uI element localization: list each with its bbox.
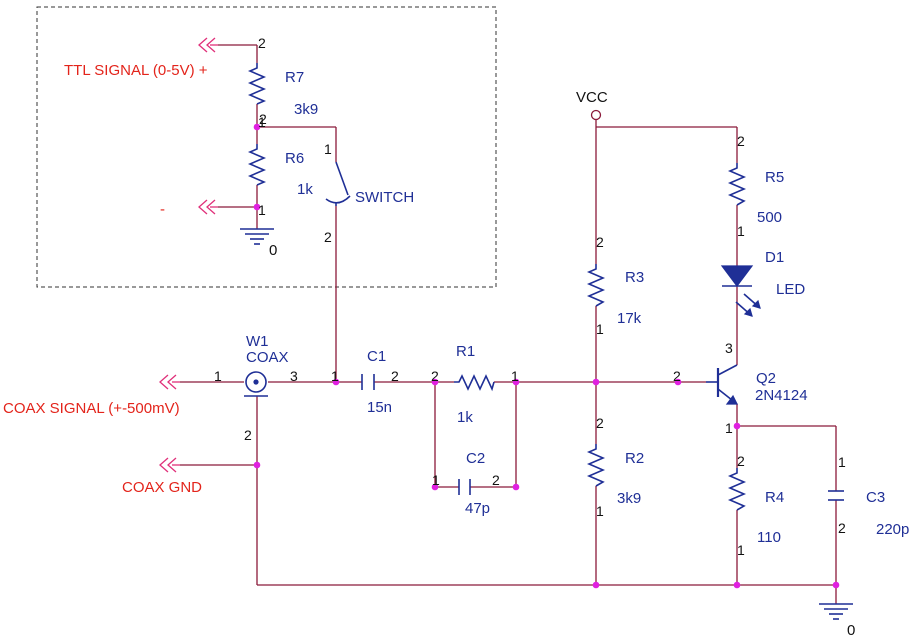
- w1-ref: W1: [246, 333, 269, 350]
- r2-ref: R2: [625, 450, 644, 467]
- c2-pin-1: 1: [432, 472, 440, 488]
- c1-pin-2: 2: [391, 368, 399, 384]
- c1-capacitor: [361, 374, 375, 390]
- r7-value: 3k9: [294, 101, 318, 118]
- c3-pin-2: 2: [838, 520, 846, 536]
- r1-pin-1: 1: [511, 368, 519, 384]
- coax-gnd-label: COAX GND: [122, 479, 202, 496]
- minus-signal-connector: [198, 199, 218, 215]
- c3-value: 220p: [876, 521, 909, 538]
- q2-pin-1: 1: [725, 420, 733, 436]
- r4-ref: R4: [765, 489, 784, 506]
- r5-pin-1: 1: [737, 223, 745, 239]
- ttl-signal-connector: [198, 37, 218, 53]
- r1-value: 1k: [457, 409, 473, 426]
- r6-ref: R6: [285, 150, 304, 167]
- vcc-terminal: [590, 109, 602, 121]
- q2-ref: Q2: [756, 370, 776, 387]
- c1-value: 15n: [367, 399, 392, 416]
- r7-ref: R7: [285, 69, 304, 86]
- r7-resistor: [247, 63, 267, 105]
- coax-signal-label: COAX SIGNAL (+-500mV): [3, 400, 180, 417]
- r7-pin-1: 1: [258, 114, 266, 130]
- switch-ref: SWITCH: [355, 189, 414, 206]
- r2-pin-2: 2: [596, 415, 604, 431]
- ttl-input-section-box: [36, 6, 497, 288]
- q2-value: 2N4124: [755, 387, 808, 404]
- ground-symbol-ttl: [240, 228, 274, 245]
- coax-gnd-connector: [159, 457, 180, 473]
- ttl-signal-label: TTL SIGNAL (0-5V) +: [64, 62, 208, 79]
- r2-resistor: [586, 444, 606, 487]
- d1-led: [720, 265, 761, 317]
- r7-pin-2: 2: [258, 35, 266, 51]
- c2-capacitor: [458, 479, 471, 495]
- q2-transistor: [706, 364, 738, 405]
- c2-pin-2: 2: [492, 472, 500, 488]
- junction-dots: [253, 123, 840, 589]
- r1-ref: R1: [456, 343, 475, 360]
- w1-pin-1: 1: [214, 368, 222, 384]
- c2-value: 47p: [465, 500, 490, 517]
- ground-label-ttl: 0: [269, 242, 277, 259]
- q2-pin-3: 3: [725, 340, 733, 356]
- coax-signal-connector: [159, 374, 180, 390]
- r3-value: 17k: [617, 310, 642, 327]
- switch-symbol: [325, 161, 351, 206]
- minus-signal-label: -: [160, 201, 165, 218]
- r3-resistor: [586, 264, 606, 307]
- c3-capacitor: [828, 490, 844, 501]
- r5-ref: R5: [765, 169, 784, 186]
- r5-value: 500: [757, 209, 782, 226]
- r6-value: 1k: [297, 181, 313, 198]
- d1-value: LED: [776, 281, 805, 298]
- r4-pin-2: 2: [737, 453, 745, 469]
- r3-pin-1: 1: [596, 321, 604, 337]
- r2-pin-1: 1: [596, 503, 604, 519]
- wires: [180, 44, 837, 604]
- q2-pin-2: 2: [673, 368, 681, 384]
- r4-resistor: [727, 468, 747, 511]
- r4-value: 110: [757, 529, 781, 546]
- w1-pin-3: 3: [290, 368, 298, 384]
- w1-coax-connector: [244, 371, 268, 397]
- r4-pin-1: 1: [737, 542, 745, 558]
- d1-ref: D1: [765, 249, 784, 266]
- ground-symbol-main: [819, 603, 853, 620]
- w1-pin-2: 2: [244, 427, 252, 443]
- r3-ref: R3: [625, 269, 644, 286]
- r5-resistor: [727, 163, 747, 206]
- c2-ref: C2: [466, 450, 485, 467]
- r6-resistor: [247, 144, 267, 186]
- r6-pin-1: 1: [258, 202, 266, 218]
- c3-ref: C3: [866, 489, 885, 506]
- c3-pin-1: 1: [838, 454, 846, 470]
- r5-pin-2: 2: [737, 133, 745, 149]
- r1-pin-2: 2: [431, 368, 439, 384]
- r1-resistor: [454, 374, 495, 392]
- switch-pin-2: 2: [324, 229, 332, 245]
- r3-pin-2: 2: [596, 234, 604, 250]
- ground-label-main: 0: [847, 622, 855, 639]
- vcc-label: VCC: [576, 89, 608, 106]
- c1-pin-1: 1: [331, 368, 339, 384]
- r2-value: 3k9: [617, 490, 641, 507]
- w1-value: COAX: [246, 349, 289, 366]
- switch-pin-1: 1: [324, 141, 332, 157]
- r6-pin-2: 2: [259, 111, 267, 127]
- c1-ref: C1: [367, 348, 386, 365]
